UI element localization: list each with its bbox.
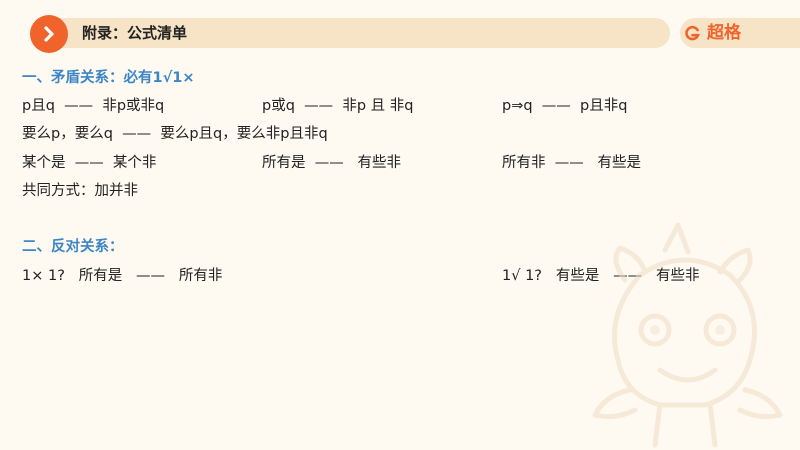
formula-row1-col1: p且q —— 非p或非q xyxy=(22,98,165,114)
formula-row1-col2: p或q —— 非p 且 非q xyxy=(262,98,414,114)
section-title-contradiction: 一、矛盾关系：必有1√1× xyxy=(22,70,195,86)
page-title: 附录：公式清单 xyxy=(82,24,188,42)
contrary-left: 1× 1? 所有是 —— 所有非 xyxy=(22,268,223,284)
formula-row3-col3: 所有非 —— 有些是 xyxy=(502,155,642,171)
brand-logo: 超格 xyxy=(684,21,741,45)
brand-name: 超格 xyxy=(707,23,741,43)
formula-row4: 共同方式：加并非 xyxy=(22,183,138,199)
mascot-watermark xyxy=(592,222,783,448)
formula-row3-col2: 所有是 —— 有些非 xyxy=(262,155,402,171)
formula-row2: 要么p，要么q —— 要么p且q，要么非p且非q xyxy=(22,126,328,142)
formula-row3-col1: 某个是 —— 某个非 xyxy=(22,155,157,171)
section-title-contrary: 二、反对关系： xyxy=(22,239,124,255)
brand-bar xyxy=(680,18,800,48)
brand-g-icon xyxy=(685,25,700,40)
chevron-right-icon xyxy=(44,26,54,42)
header-bar xyxy=(30,18,670,48)
next-button[interactable] xyxy=(30,15,68,53)
formula-row1-col3: p⇒q —— p且非q xyxy=(502,98,628,114)
